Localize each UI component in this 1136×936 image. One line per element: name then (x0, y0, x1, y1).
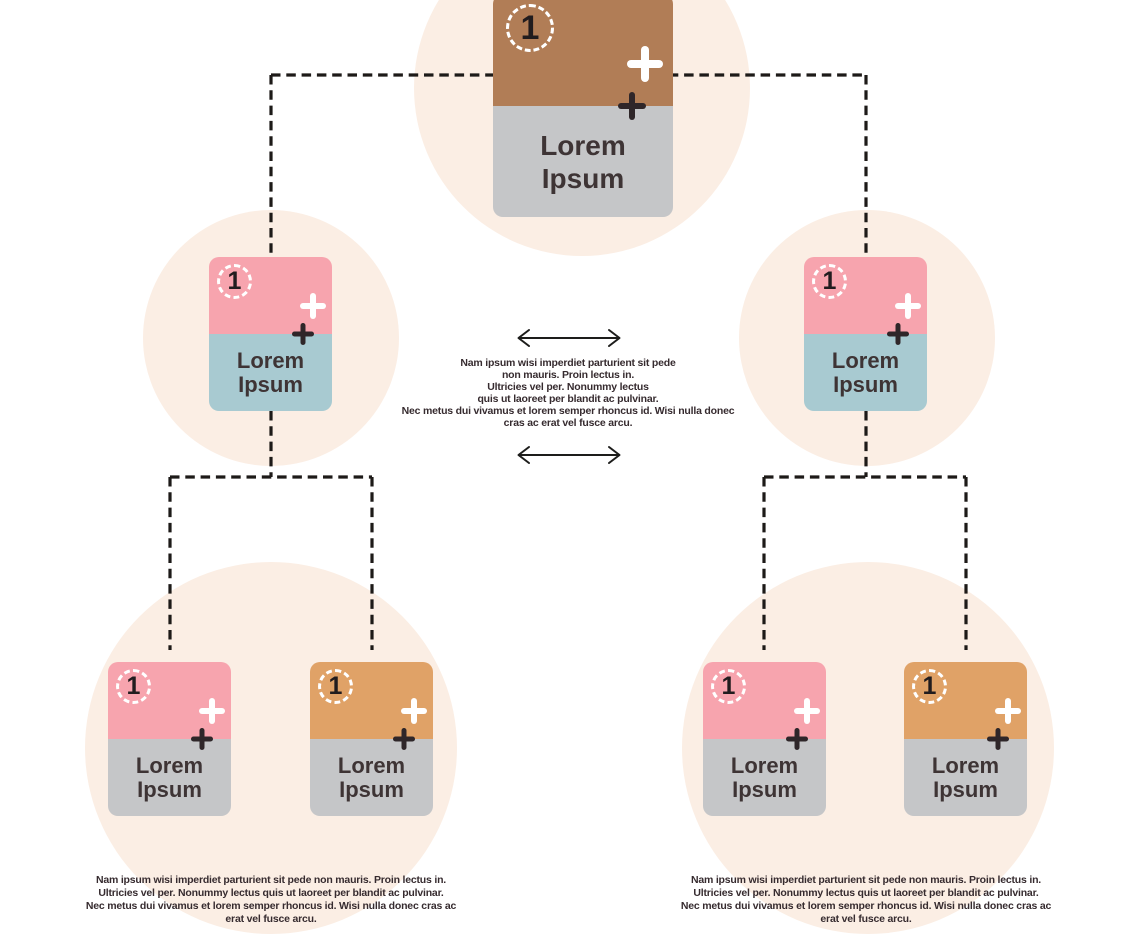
card-header-branch-right: 1 (804, 257, 927, 334)
plus-icon-black[interactable] (191, 728, 213, 750)
node-label-line2: Ipsum (732, 776, 797, 802)
step-badge-icon: 1 (711, 669, 746, 704)
plus-icon-black[interactable] (393, 728, 415, 750)
node-label-line1: Lorem (730, 752, 799, 778)
step-number: 1 (822, 267, 837, 295)
center-note-line: quis ut laoreet per blandit ac pulvinar. (477, 393, 659, 405)
card-body-leaf-right-1: Lorem Ipsum (703, 739, 826, 816)
plus-icon-black[interactable] (887, 323, 909, 345)
node-label: Lorem Ipsum (703, 739, 826, 816)
plus-icon-black[interactable] (292, 323, 314, 345)
card-header-leaf-right-1: 1 (703, 662, 826, 739)
node-label-line2: Ipsum (137, 776, 202, 802)
step-badge-icon: 1 (217, 264, 252, 299)
node-label: Lorem Ipsum (493, 106, 673, 217)
double-arrow-icon-bottom (517, 446, 621, 464)
step-number: 1 (922, 672, 937, 700)
node-label-line2: Ipsum (833, 371, 898, 397)
step-number: 1 (328, 672, 343, 700)
node-label-line1: Lorem (540, 129, 626, 161)
node-card-leaf-right-2: 1 Lorem Ipsum (904, 662, 1027, 816)
center-note-line: Nec metus dui vivamus et lorem semper rh… (401, 405, 735, 417)
card-body-leaf-right-2: Lorem Ipsum (904, 739, 1027, 816)
card-body-root: Lorem Ipsum (493, 106, 673, 217)
node-label-line2: Ipsum (541, 162, 625, 194)
plus-icon-white[interactable] (300, 293, 326, 319)
center-note-line: Ultricies vel per. Nonummy lectus (487, 381, 649, 393)
node-label-line1: Lorem (236, 347, 305, 373)
node-label-line1: Lorem (831, 347, 900, 373)
node-label-line1: Lorem (931, 752, 1000, 778)
card-header-leaf-left-1: 1 (108, 662, 231, 739)
node-label: Lorem Ipsum (310, 739, 433, 816)
node-label: Lorem Ipsum (209, 334, 332, 411)
node-label: Lorem Ipsum (804, 334, 927, 411)
node-label: Lorem Ipsum (108, 739, 231, 816)
footnote-line: Nec metus dui vivamus et lorem semper rh… (85, 900, 457, 912)
footnote-line: erat vel fusce arcu. (225, 913, 317, 925)
node-label-line1: Lorem (337, 752, 406, 778)
node-card-leaf-left-2: 1 Lorem Ipsum (310, 662, 433, 816)
card-body-leaf-left-2: Lorem Ipsum (310, 739, 433, 816)
plus-icon-white[interactable] (895, 293, 921, 319)
node-card-leaf-left-1: 1 Lorem Ipsum (108, 662, 231, 816)
card-header-leaf-left-2: 1 (310, 662, 433, 739)
node-label: Lorem Ipsum (904, 739, 1027, 816)
center-note-line: cras ac erat vel fusce arcu. (503, 417, 633, 429)
step-number: 1 (721, 672, 736, 700)
node-card-leaf-right-1: 1 Lorem Ipsum (703, 662, 826, 816)
card-body-branch-right: Lorem Ipsum (804, 334, 927, 411)
card-header-root: 1 (493, 0, 673, 106)
card-header-branch-left: 1 (209, 257, 332, 334)
step-number: 1 (126, 672, 141, 700)
node-card-branch-left: 1 Lorem Ipsum (209, 257, 332, 411)
step-badge-icon: 1 (506, 4, 554, 52)
center-note: Nam ipsum wisi imperdiet parturient sit … (318, 357, 818, 429)
step-badge-icon: 1 (318, 669, 353, 704)
footnote-right: Nam ipsum wisi imperdiet parturient sit … (606, 874, 1126, 926)
card-body-leaf-left-1: Lorem Ipsum (108, 739, 231, 816)
plus-icon-black[interactable] (618, 92, 646, 120)
plus-icon-white[interactable] (794, 698, 820, 724)
node-label-line1: Lorem (135, 752, 204, 778)
step-badge-icon: 1 (116, 669, 151, 704)
center-note-line: non mauris. Proin lectus in. (501, 369, 635, 381)
plus-icon-white[interactable] (199, 698, 225, 724)
footnote-line: Nec metus dui vivamus et lorem semper rh… (680, 900, 1052, 912)
step-number: 1 (227, 267, 242, 295)
node-card-root: 1 Lorem Ipsum (493, 0, 673, 217)
footnote-line: Nam ipsum wisi imperdiet parturient sit … (690, 874, 1042, 886)
node-label-line2: Ipsum (933, 776, 998, 802)
plus-icon-white[interactable] (995, 698, 1021, 724)
plus-icon-black[interactable] (987, 728, 1009, 750)
center-note-line: Nam ipsum wisi imperdiet parturient sit … (460, 357, 676, 369)
double-arrow-icon-top (517, 329, 621, 347)
footnote-line: Nam ipsum wisi imperdiet parturient sit … (95, 874, 447, 886)
node-label-line2: Ipsum (339, 776, 404, 802)
node-label-line2: Ipsum (238, 371, 303, 397)
step-badge-icon: 1 (812, 264, 847, 299)
node-card-branch-right: 1 Lorem Ipsum (804, 257, 927, 411)
step-number: 1 (520, 8, 540, 47)
card-header-leaf-right-2: 1 (904, 662, 1027, 739)
footnote-line: Ultricies vel per. Nonummy lectus quis u… (693, 887, 1039, 899)
footnote-line: Ultricies vel per. Nonummy lectus quis u… (98, 887, 444, 899)
card-body-branch-left: Lorem Ipsum (209, 334, 332, 411)
plus-icon-black[interactable] (786, 728, 808, 750)
footnote-left: Nam ipsum wisi imperdiet parturient sit … (11, 874, 531, 926)
plus-icon-white[interactable] (401, 698, 427, 724)
footnote-line: erat vel fusce arcu. (820, 913, 912, 925)
step-badge-icon: 1 (912, 669, 947, 704)
plus-icon-white[interactable] (627, 46, 663, 82)
